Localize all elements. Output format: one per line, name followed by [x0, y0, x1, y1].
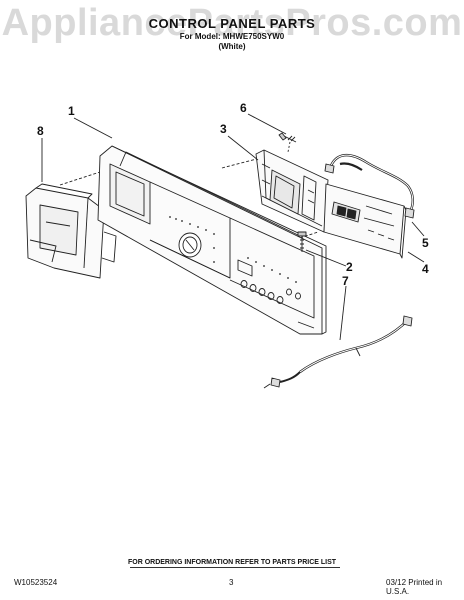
callout-5: 5: [422, 236, 429, 250]
callout-1: 1: [68, 104, 75, 118]
page-number: 3: [229, 578, 234, 587]
part-2-screw: [297, 231, 307, 252]
part-8-end-cap: [25, 183, 117, 279]
callout-7: 7: [342, 274, 349, 288]
ordering-note: FOR ORDERING INFORMATION REFER TO PARTS …: [127, 559, 337, 566]
page-title: CONTROL PANEL PARTS: [148, 16, 316, 31]
part-5-wire-harness: [324, 154, 415, 219]
part-4-control-board: [323, 183, 407, 259]
watermark-logo: AppliancePartsPros.com: [1, 2, 463, 44]
print-date: 03/12 Printed in U.S.A.: [386, 578, 443, 596]
part-6-screw: [278, 132, 297, 143]
callout-2: 2: [346, 260, 353, 274]
callout-4: 4: [422, 262, 429, 276]
part-3-console-bracket: [255, 149, 329, 233]
part-7-wire-harness-lower: [263, 315, 413, 389]
part-1-console-panel: [97, 145, 327, 335]
callout-6: 6: [240, 101, 247, 115]
color-line: (White): [218, 42, 246, 51]
document-number: W10523524: [14, 578, 58, 587]
footer-divider: [130, 567, 340, 568]
callout-3: 3: [220, 122, 227, 136]
callout-8: 8: [37, 124, 44, 138]
model-line: For Model: MHWE750SYW0: [179, 32, 285, 41]
